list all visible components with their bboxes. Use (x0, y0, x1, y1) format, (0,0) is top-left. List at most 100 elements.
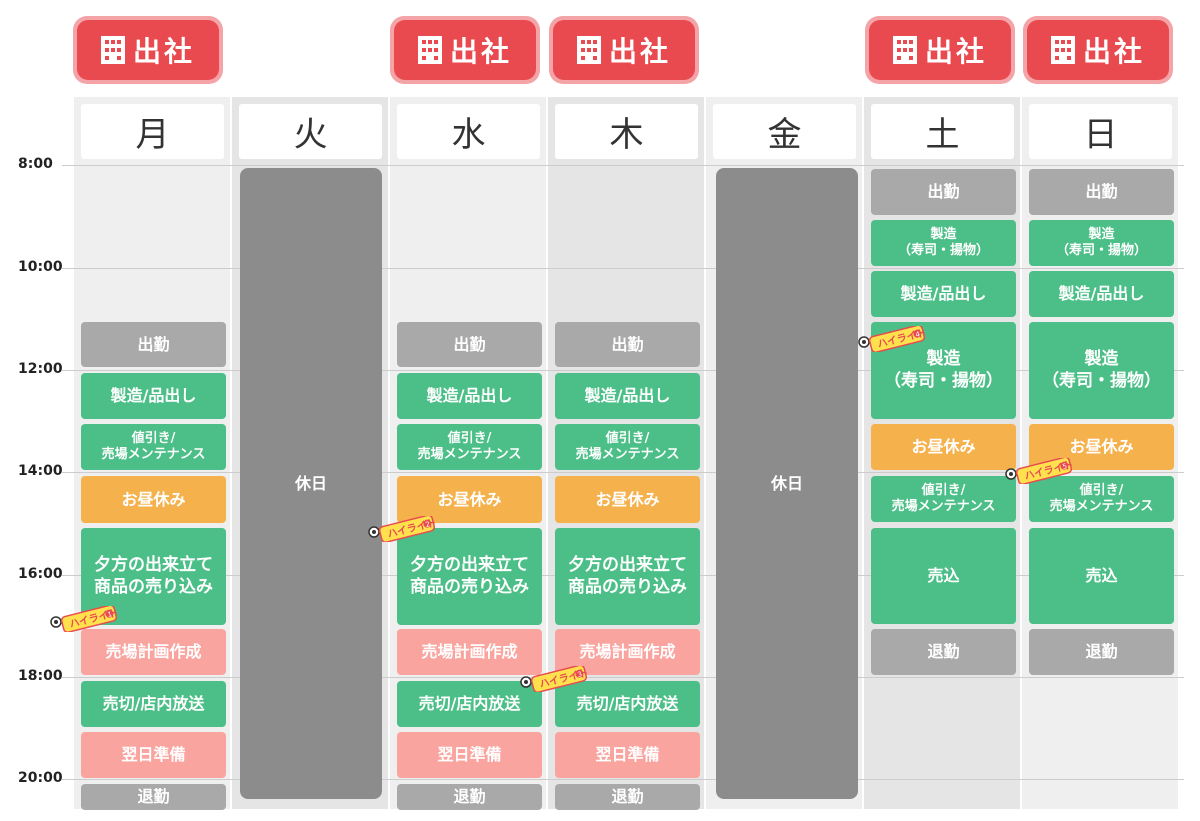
task-discount: 値引き/売場メンテナンス (555, 424, 700, 470)
gridline-18 (62, 677, 1184, 678)
task-text: 夕方の出来立て (94, 555, 213, 576)
task-sales: 売込 (1029, 528, 1174, 624)
task-clock-out: 退勤 (81, 784, 226, 810)
highlight-tag-3: ハイライト 3 (520, 666, 588, 692)
task-discount: 値引き/売場メンテナンス (81, 424, 226, 470)
time-label: 16:00 (18, 566, 63, 582)
day-header-thu: 木 (555, 104, 698, 159)
time-label: 10:00 (18, 259, 63, 275)
time-label: 8:00 (18, 156, 53, 172)
task-clock-in: 出勤 (555, 322, 700, 367)
building-icon (576, 36, 601, 64)
task-lunch: お昼休み (555, 476, 700, 523)
task-text: 商品の売り込み (94, 576, 213, 597)
task-text: 商品の売り込み (568, 576, 687, 597)
gridline-20 (62, 779, 1184, 780)
task-lunch: お昼休み (81, 476, 226, 523)
task-text: （寿司・揚物） (897, 243, 989, 258)
task-plan: 売場計画作成 (397, 629, 542, 675)
office-badge-thu: 出社 (549, 16, 699, 84)
highlight-tag-2: ハイライト 2 (368, 516, 436, 542)
time-label: 18:00 (18, 668, 63, 684)
task-evening-sales: 夕方の出来立て商品の売り込み (555, 528, 700, 625)
highlight-number: 3 (577, 670, 583, 679)
task-text: 売場メンテナンス (101, 447, 206, 462)
gridline-14 (62, 472, 1184, 473)
day-header-mon: 月 (81, 104, 224, 159)
office-badge-sat: 出社 (865, 16, 1015, 84)
task-manufacturing: 製造（寿司・揚物） (871, 220, 1016, 266)
building-icon (892, 36, 917, 64)
task-text: 製造 (1088, 226, 1115, 242)
task-prep: 翌日準備 (397, 732, 542, 778)
office-badge-sun: 出社 (1023, 16, 1173, 84)
task-text: （寿司・揚物） (1055, 243, 1147, 258)
time-label: 12:00 (18, 361, 63, 377)
highlight-tag-5: ハイライト 5 (1005, 458, 1073, 484)
highlight-number: 5 (1062, 462, 1068, 471)
office-label: 出社 (449, 35, 512, 68)
task-plan: 売場計画作成 (81, 629, 226, 675)
office-label: 出社 (1082, 35, 1145, 68)
task-lunch: お昼休み (871, 424, 1016, 470)
task-text: （寿司・揚物） (884, 370, 1003, 391)
task-prep: 翌日準備 (81, 732, 226, 778)
task-text: 値引き/ (1079, 482, 1124, 498)
task-sellout: 売切/店内放送 (81, 681, 226, 727)
gridline-12 (62, 370, 1184, 371)
day-header-tue: 火 (239, 104, 382, 159)
task-text: 値引き/ (131, 430, 176, 446)
task-text: 値引き/ (605, 430, 650, 446)
task-text: 商品の売り込み (410, 576, 529, 597)
day-header-wed: 水 (397, 104, 540, 159)
highlight-number: 4 (915, 330, 922, 339)
holiday-block-fri: 休日 (716, 168, 858, 799)
time-label: 20:00 (18, 770, 63, 786)
task-text: 製造 (930, 226, 957, 242)
task-text: 夕方の出来立て (410, 555, 529, 576)
task-discount: 値引き/売場メンテナンス (1029, 476, 1174, 522)
task-text: 製造 (926, 349, 961, 370)
task-clock-out: 退勤 (555, 784, 700, 810)
task-clock-in: 出勤 (1029, 169, 1174, 215)
task-clock-out: 退勤 (397, 784, 542, 810)
task-text: 値引き/ (447, 430, 492, 446)
building-icon (1050, 36, 1075, 64)
task-sellout: 売切/店内放送 (397, 681, 542, 727)
task-text: 売場メンテナンス (575, 447, 680, 462)
building-icon (100, 36, 125, 64)
office-label: 出社 (132, 35, 195, 68)
task-evening-sales: 夕方の出来立て商品の売り込み (397, 528, 542, 625)
office-badge-wed: 出社 (390, 16, 540, 84)
building-icon (417, 36, 442, 64)
task-manufacturing: 製造（寿司・揚物） (1029, 220, 1174, 266)
office-badge-mon: 出社 (73, 16, 223, 84)
gridline-10 (62, 268, 1184, 269)
time-label: 14:00 (18, 463, 63, 479)
task-discount: 値引き/売場メンテナンス (871, 476, 1016, 522)
task-discount: 値引き/売場メンテナンス (397, 424, 542, 470)
highlight-tag-1: ハイライト 1 (50, 606, 118, 632)
task-text: 売場メンテナンス (417, 447, 522, 462)
day-header-fri: 金 (713, 104, 856, 159)
task-clock-in: 出勤 (397, 322, 542, 367)
highlight-number: 2 (425, 520, 431, 529)
task-sellout: 売切/店内放送 (555, 681, 700, 727)
task-manufacturing-main: 製造（寿司・揚物） (1029, 322, 1174, 419)
task-production: 製造/品出し (1029, 271, 1174, 317)
task-production: 製造/品出し (397, 373, 542, 419)
holiday-block-tue: 休日 (240, 168, 382, 799)
task-prep: 翌日準備 (555, 732, 700, 778)
office-label: 出社 (924, 35, 987, 68)
day-header-sun: 日 (1029, 104, 1172, 159)
task-clock-in: 出勤 (81, 322, 226, 367)
task-text: （寿司・揚物） (1042, 370, 1161, 391)
highlight-number: 1 (107, 610, 113, 619)
task-sales: 売込 (871, 528, 1016, 624)
task-clock-out: 退勤 (1029, 629, 1174, 675)
task-production: 製造/品出し (81, 373, 226, 419)
task-text: 値引き/ (921, 482, 966, 498)
task-clock-out: 退勤 (871, 629, 1016, 675)
task-text: 製造 (1084, 349, 1119, 370)
day-header-sat: 土 (871, 104, 1014, 159)
